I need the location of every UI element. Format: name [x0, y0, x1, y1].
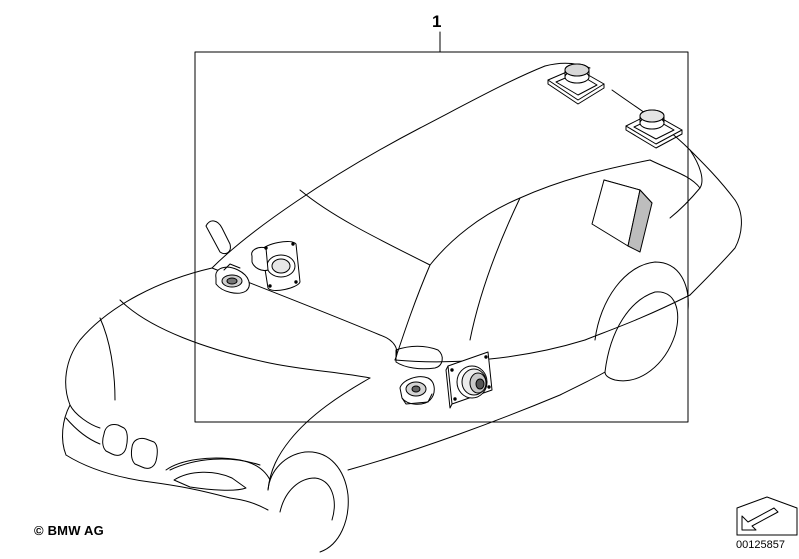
- rear-speaker-left: [547, 63, 605, 105]
- rear-speaker-right: [625, 109, 683, 149]
- callout-number: 1: [432, 12, 442, 31]
- tweeter-front: [215, 263, 250, 294]
- callout-group: [194, 31, 689, 423]
- amplifier-box: [591, 179, 653, 253]
- copyright-label: © BMW AG: [34, 523, 104, 538]
- tweeter-door: [399, 376, 435, 405]
- part-number-label: 00125857: [736, 539, 785, 551]
- car-outline-icon: [62, 62, 742, 553]
- door-speaker: [445, 351, 493, 409]
- component-frame: [194, 51, 689, 423]
- midrange-speaker-front: [251, 241, 301, 291]
- folded-corner-arrow-icon: [736, 496, 798, 536]
